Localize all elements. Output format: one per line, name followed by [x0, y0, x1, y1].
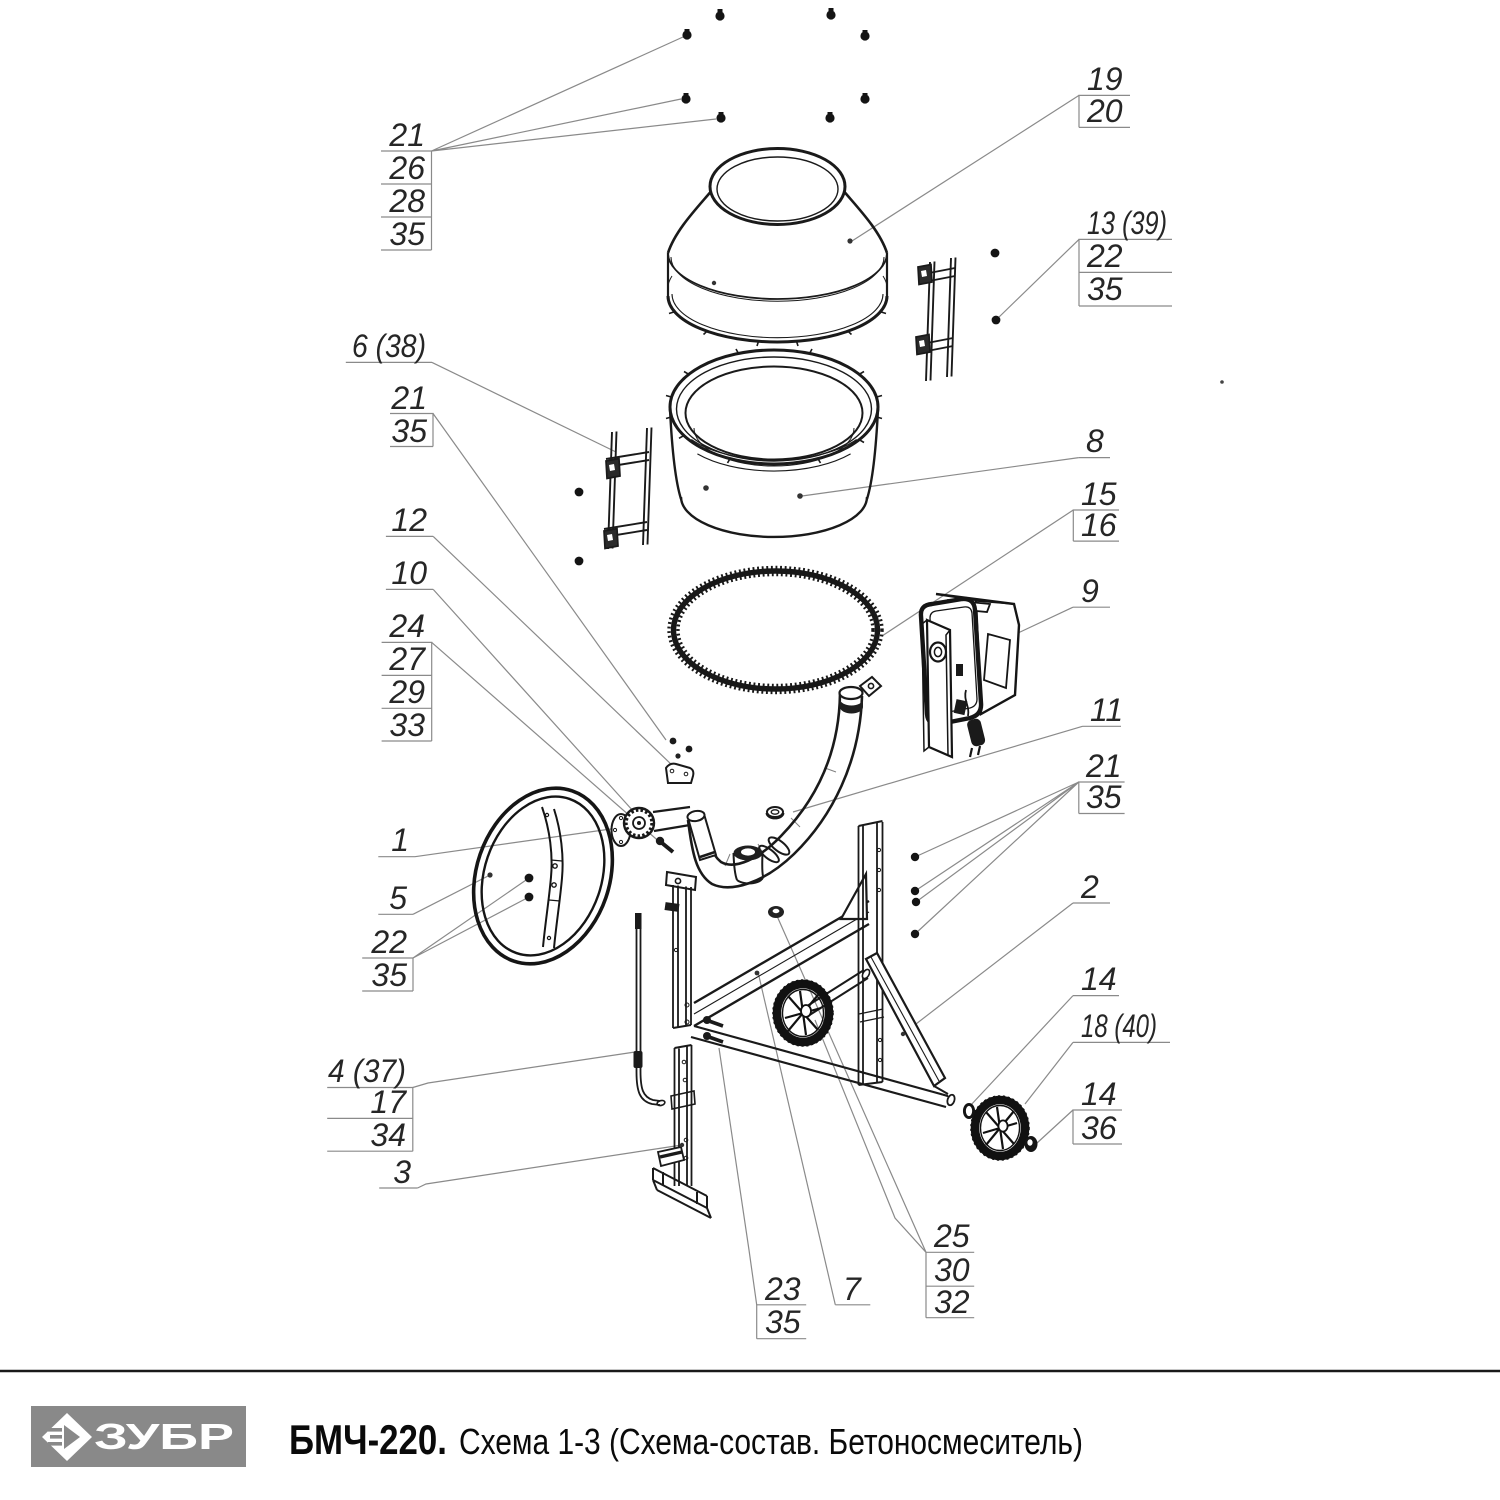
- svg-text:7: 7: [843, 1271, 862, 1307]
- svg-text:20: 20: [1086, 93, 1123, 129]
- svg-text:БМЧ-220.: БМЧ-220.: [289, 1416, 447, 1463]
- svg-text:25: 25: [933, 1218, 970, 1254]
- svg-text:24: 24: [388, 608, 425, 644]
- svg-text:35: 35: [1086, 779, 1122, 815]
- svg-text:3: 3: [393, 1154, 411, 1190]
- svg-text:12: 12: [391, 502, 427, 538]
- svg-text:6 (38): 6 (38): [352, 328, 426, 364]
- svg-text:5: 5: [389, 880, 407, 916]
- svg-text:35: 35: [371, 957, 407, 993]
- svg-text:21: 21: [1085, 748, 1122, 784]
- svg-text:21: 21: [388, 117, 425, 153]
- svg-text:15: 15: [1081, 476, 1117, 512]
- svg-text:29: 29: [388, 674, 425, 710]
- svg-text:19: 19: [1087, 61, 1123, 97]
- svg-text:34: 34: [370, 1117, 406, 1153]
- svg-text:Схема 1-3 (Схема-состав. Бетон: Схема 1-3 (Схема-состав. Бетоносмеситель…: [459, 1421, 1083, 1462]
- svg-text:14: 14: [1081, 961, 1117, 997]
- svg-text:16: 16: [1081, 507, 1117, 543]
- svg-text:33: 33: [389, 707, 425, 743]
- svg-text:23: 23: [764, 1271, 801, 1307]
- svg-text:22: 22: [1086, 238, 1123, 274]
- svg-text:9: 9: [1081, 573, 1099, 609]
- svg-text:22: 22: [370, 924, 407, 960]
- svg-text:2: 2: [1080, 869, 1099, 905]
- svg-text:26: 26: [388, 150, 425, 186]
- svg-text:30: 30: [934, 1252, 970, 1288]
- svg-text:32: 32: [934, 1284, 970, 1320]
- svg-text:4 (37): 4 (37): [328, 1053, 406, 1089]
- svg-text:18 (40): 18 (40): [1081, 1008, 1157, 1044]
- svg-text:21: 21: [390, 380, 427, 416]
- svg-text:13 (39): 13 (39): [1087, 205, 1167, 241]
- svg-text:10: 10: [391, 555, 427, 591]
- svg-text:8: 8: [1086, 423, 1104, 459]
- svg-text:1: 1: [391, 822, 409, 858]
- svg-text:35: 35: [389, 216, 425, 252]
- svg-text:27: 27: [388, 641, 426, 677]
- svg-text:35: 35: [765, 1304, 801, 1340]
- svg-text:ЗУБР: ЗУБР: [94, 1416, 234, 1457]
- svg-text:14: 14: [1081, 1076, 1117, 1112]
- svg-text:36: 36: [1081, 1110, 1117, 1146]
- svg-text:35: 35: [1087, 271, 1123, 307]
- svg-text:11: 11: [1090, 692, 1123, 728]
- svg-text:35: 35: [391, 413, 427, 449]
- svg-text:28: 28: [388, 183, 425, 219]
- svg-text:17: 17: [370, 1084, 407, 1120]
